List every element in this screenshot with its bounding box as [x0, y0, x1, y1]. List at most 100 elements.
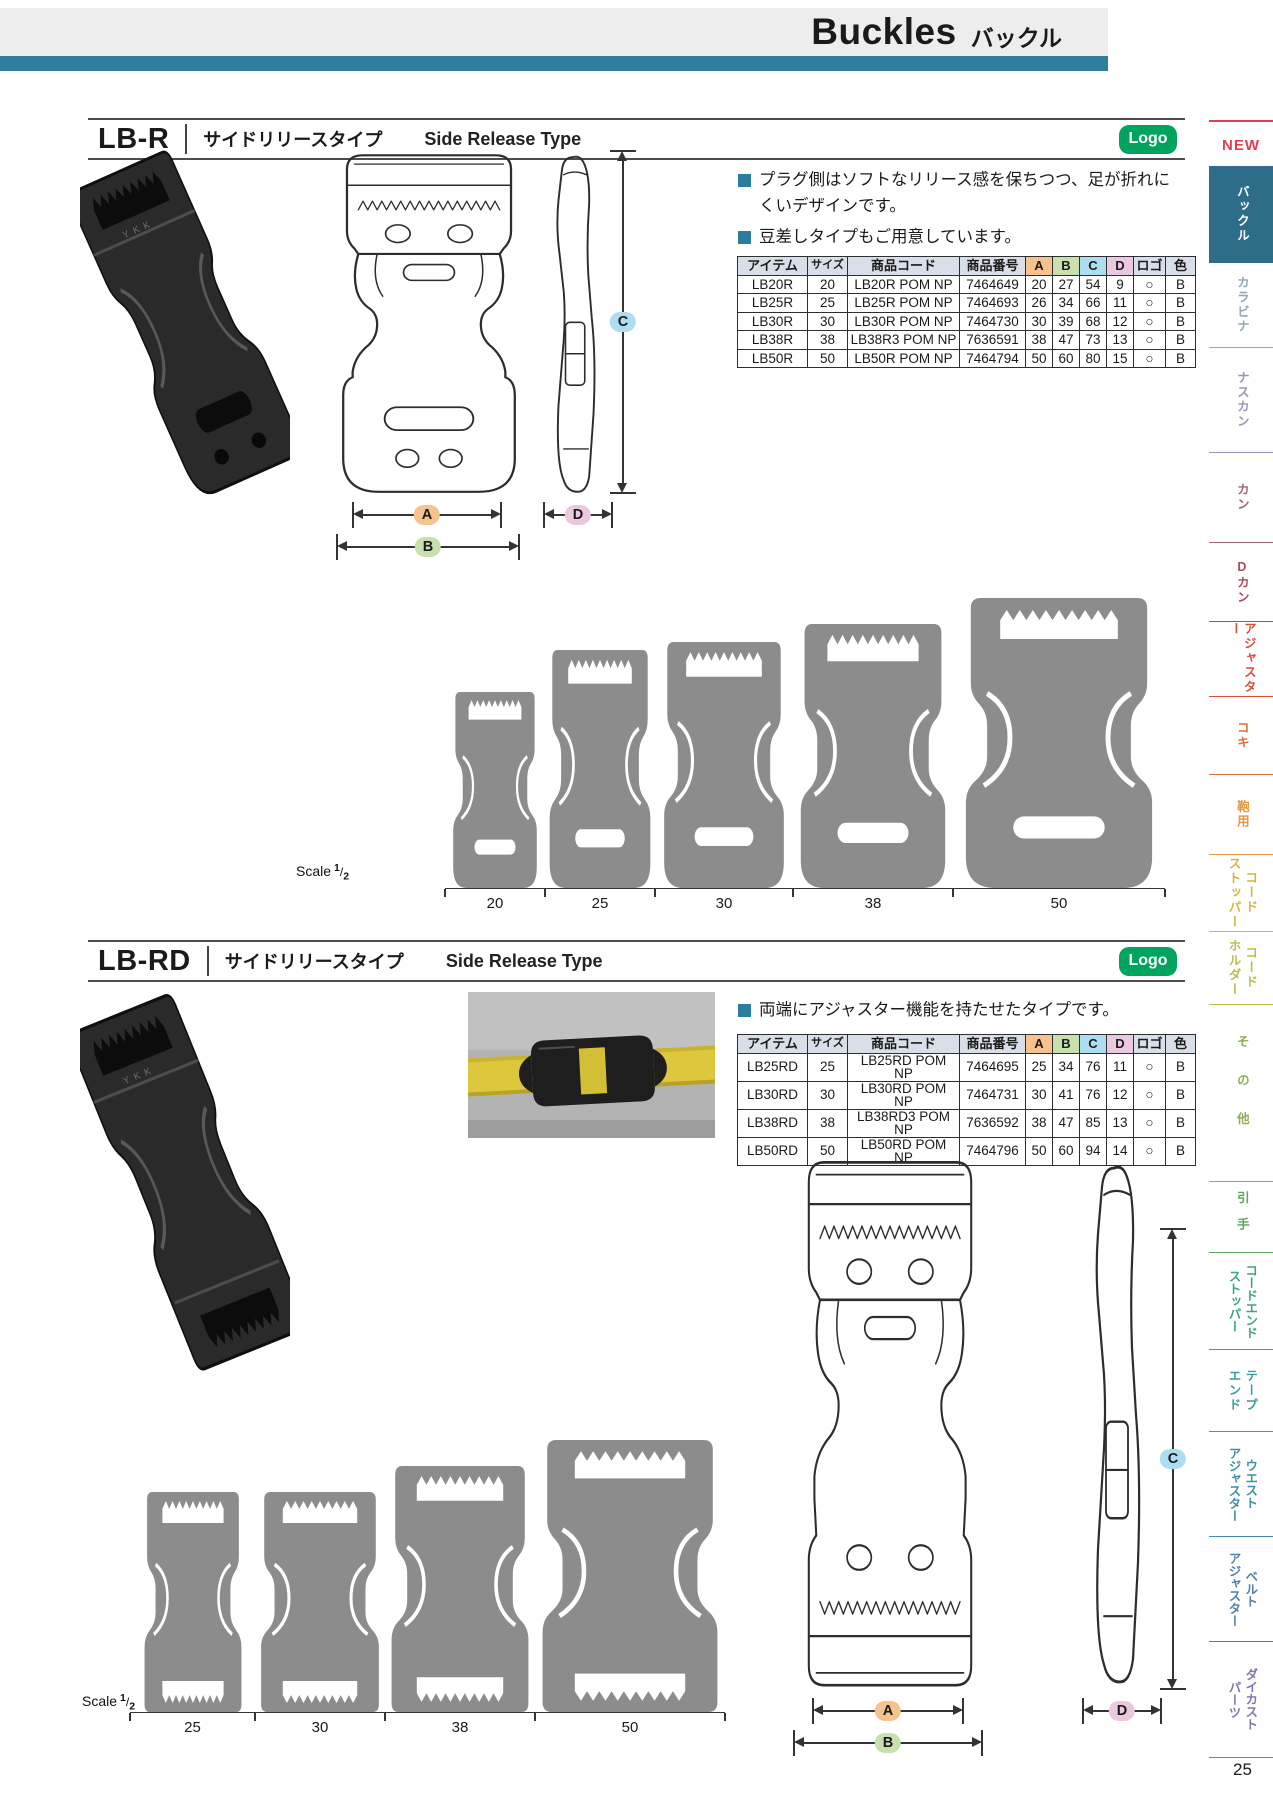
sidebar-tab-others: その他	[1209, 1005, 1273, 1182]
scale-label: Scale	[296, 863, 332, 879]
dimension-C: C	[1159, 1228, 1187, 1690]
size-label: 20	[444, 889, 545, 912]
sidebar-tab-label: その他	[1234, 1035, 1249, 1151]
size-silhouette	[547, 650, 653, 888]
col-header-D: D	[1106, 1034, 1134, 1054]
table-cell: 85	[1079, 1108, 1107, 1138]
table-cell: 15	[1106, 348, 1134, 368]
table-cell: ○	[1133, 1052, 1166, 1082]
sidebar-tab-dkan: Dカン	[1209, 543, 1273, 622]
table-cell: 30	[807, 311, 848, 331]
table-cell: 14	[1106, 1136, 1134, 1166]
col-header-A: A	[1025, 256, 1053, 276]
silhouette-cell	[545, 650, 655, 888]
silhouette-cell	[535, 1440, 725, 1712]
scale-label: Scale	[82, 1693, 118, 1709]
front-view-drawing-lbr	[330, 150, 528, 503]
accent-bar	[0, 56, 1108, 71]
feature-bullets-lbr: プラグ側はソフトなリリース感を保ちつつ、足が折れにくいデザインです。 豆差しタイ…	[738, 168, 1170, 257]
sidebar-tab-label: コードエンド	[1243, 1263, 1258, 1339]
col-header: 商品コード	[847, 1034, 960, 1054]
bullet-item: プラグ側はソフトなリリース感を保ちつつ、足が折れにくいデザインです。	[738, 168, 1170, 219]
table-cell: 47	[1052, 330, 1080, 350]
table-cell: 7464695	[959, 1052, 1026, 1082]
sidebar-tab-label: パーツ	[1226, 1680, 1241, 1719]
sidebar-tab-carabiner: カラビナ	[1209, 263, 1273, 348]
bullet-item: 両端にアジャスター機能を持たせたタイプです。	[738, 998, 1170, 1024]
dimension-C: C	[609, 150, 637, 494]
col-header-D: D	[1106, 256, 1134, 276]
size-silhouette	[451, 692, 539, 888]
table-cell: 34	[1052, 293, 1080, 313]
table-cell: 13	[1106, 330, 1134, 350]
sidebar-tab-label: 鞄用	[1234, 800, 1249, 829]
bullet-text: プラグ側はソフトなリリース感を保ちつつ、足が折れにくいデザインです。	[759, 171, 1171, 215]
table-cell: 20	[1025, 274, 1053, 294]
table-cell: ○	[1133, 330, 1166, 350]
table-cell: ○	[1133, 1136, 1166, 1166]
size-silhouette	[661, 642, 787, 888]
divider	[185, 124, 188, 154]
col-header: 色	[1165, 1034, 1196, 1054]
table-cell: LB30R	[737, 311, 808, 331]
table-cell: 26	[1025, 293, 1053, 313]
dim-label-A: A	[874, 1700, 902, 1722]
table-cell: 68	[1079, 311, 1107, 331]
table-cell: B	[1165, 1052, 1196, 1082]
dim-label-B: B	[414, 536, 442, 558]
sidebar-tab-label: エンド	[1226, 1368, 1241, 1413]
table-cell: ○	[1133, 293, 1166, 313]
dimension-B: B	[793, 1730, 983, 1756]
strap-photo-lbrd	[461, 992, 722, 1143]
sidebar-tab-label: コキ	[1234, 721, 1249, 750]
sidebar-tab-belt-adjuster: ベルト アジャスター	[1209, 1537, 1273, 1642]
side-view-drawing-lbrd	[1078, 1160, 1158, 1695]
table-cell: LB30R POM NP	[847, 311, 960, 331]
silhouette-cell	[130, 1492, 255, 1712]
page-header: Buckles バックル	[0, 8, 1108, 56]
table-cell: LB20R POM NP	[847, 274, 960, 294]
size-labels-lbrd: 25 30 38 50	[129, 1712, 726, 1736]
table-cell: B	[1165, 348, 1196, 368]
table-cell: 50	[807, 348, 848, 368]
table-cell: 9	[1106, 274, 1134, 294]
page-title-en: Buckles	[811, 11, 957, 52]
sidebar-tab-label: コード	[1243, 946, 1258, 990]
table-cell: LB25R POM NP	[847, 293, 960, 313]
size-silhouettes-lbr	[445, 598, 1165, 888]
table-cell: ○	[1133, 311, 1166, 331]
section-subtitle-ja: サイドリリースタイプ	[203, 130, 383, 150]
table-cell: 7464693	[959, 293, 1026, 313]
table-cell: 25	[807, 1052, 848, 1082]
product-photo-lbrd: YKK	[68, 992, 308, 1377]
sidebar-tab-label: アジャスター	[1228, 622, 1256, 695]
table-cell: 25	[1025, 1052, 1053, 1082]
table-cell: LB50R POM NP	[847, 348, 960, 368]
bullet-square-icon	[738, 1004, 751, 1017]
col-header: 商品コード	[847, 256, 960, 276]
section-code: LB-R	[98, 122, 170, 155]
table-cell: 73	[1079, 330, 1107, 350]
col-header: サイズ	[807, 256, 848, 276]
sidebar-tab-label: ナスカン	[1234, 371, 1249, 429]
table-cell: 38	[1025, 1108, 1053, 1138]
table-cell: B	[1165, 311, 1196, 331]
dim-label-D: D	[564, 504, 592, 526]
table-cell: 12	[1106, 1080, 1134, 1110]
size-label: 38	[384, 1713, 535, 1736]
logo-badge: Logo	[1119, 946, 1177, 976]
table-cell: 39	[1052, 311, 1080, 331]
section-header-lbr: LB-R サイドリリースタイプ Side Release Type Logo	[88, 118, 1185, 160]
table-cell: ○	[1133, 1108, 1166, 1138]
col-header: アイテム	[737, 256, 808, 276]
bullet-text: 両端にアジャスター機能を持たせたタイプです。	[759, 1001, 1119, 1019]
col-header-B: B	[1052, 1034, 1080, 1054]
col-header: アイテム	[737, 1034, 808, 1054]
table-cell: 38	[1025, 330, 1053, 350]
